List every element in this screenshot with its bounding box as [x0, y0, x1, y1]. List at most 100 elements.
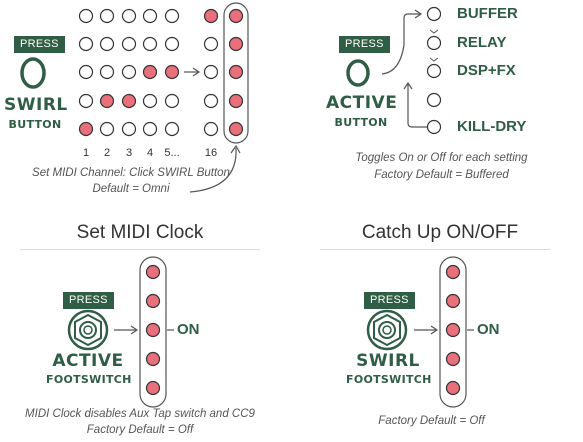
press-label: PRESS: [339, 36, 390, 53]
channel-16-led: [203, 64, 219, 80]
midi-clock-panel: PRESS ACTIVE FOOTSWITCH ON MIDI Clock di…: [0, 250, 290, 442]
grid-led: [78, 36, 94, 52]
bypass-led: [426, 63, 442, 79]
active-column-led: [228, 64, 244, 80]
switch-name-line2: FOOTSWITCH: [46, 373, 132, 386]
button-name-line2: BUTTON: [8, 118, 62, 131]
setting-led: [145, 293, 161, 309]
channel-16-led: [203, 36, 219, 52]
setting-led: [445, 293, 461, 309]
caption-line2: Factory Default = Buffered: [374, 169, 509, 181]
grid-arrow-head: [192, 67, 201, 77]
grid-led: [121, 36, 137, 52]
grid-led: [121, 64, 137, 80]
setting-led: [145, 264, 161, 280]
active-knob-icon: [346, 59, 370, 87]
bypass-led: [426, 35, 442, 51]
grid-led: [121, 93, 137, 109]
grid-led: [164, 36, 180, 52]
grid-led: [99, 36, 115, 52]
catch-up-divider: [320, 249, 550, 250]
grid-led: [164, 93, 180, 109]
grid-led: [78, 64, 94, 80]
grid-led: [142, 121, 158, 137]
grid-led: [99, 8, 115, 24]
grid-led: [142, 36, 158, 52]
active-column-led: [228, 8, 244, 24]
active-column-led: [228, 36, 244, 52]
bypass-option-buffer: BUFFER: [457, 5, 518, 22]
caption-line1: Set MIDI Channel: Click SWIRL Button: [32, 167, 230, 179]
channel-label: 2: [103, 147, 111, 159]
catch-up-heading: Catch Up ON/OFF: [361, 222, 519, 243]
channel-label: 4: [146, 147, 154, 159]
bypass-led: [426, 92, 442, 108]
bypass-mode-panel: PRESS ACTIVE BUTTON BUFFER RELAY DSP+FX KIL…: [300, 0, 583, 200]
grid-led: [78, 8, 94, 24]
bypass-led: [426, 6, 442, 22]
midi-channel-led-grid: [78, 2, 249, 193]
bypass-led-column: [381, 6, 442, 135]
footswitch-icon: [366, 309, 408, 351]
on-label: ON: [177, 321, 200, 338]
grid-led: [142, 93, 158, 109]
grid-led: [142, 64, 158, 80]
setting-led: [445, 264, 461, 280]
active-column-led: [228, 121, 244, 137]
button-name-line1: ACTIVE: [326, 93, 398, 113]
grid-led: [78, 93, 94, 109]
setting-led: [445, 351, 461, 367]
channel-label: 5...: [164, 147, 180, 159]
channel-16-led: [203, 121, 219, 137]
press-label: PRESS: [364, 292, 415, 309]
midi-clock-divider: [20, 249, 260, 250]
caption-line1: Toggles On or Off for each setting: [355, 152, 528, 164]
midi-channel-panel: PRESS SWIRL BUTTON 1 2 3 4 5... 16 Set MIDI C…: [0, 0, 280, 200]
setting-led: [445, 322, 461, 338]
bypass-option-dsp-fx: DSP+FX: [457, 62, 516, 79]
column-bracket: [139, 256, 167, 408]
switch-name-line2: FOOTSWITCH: [346, 373, 432, 386]
caption-line2: Default = Omni: [92, 183, 170, 195]
caption-line1: MIDI Clock disables Aux Tap switch and C…: [25, 408, 255, 420]
channel-16-led: [203, 8, 219, 24]
grid-led: [99, 64, 115, 80]
bypass-option-kill-dry: KILL-DRY: [457, 118, 527, 135]
setting-led: [145, 322, 161, 338]
grid-led: [164, 64, 180, 80]
setting-led: [445, 380, 461, 396]
column-bracket: [223, 2, 249, 144]
midi-clock-heading: Set MIDI Clock: [76, 222, 204, 243]
grid-led: [164, 8, 180, 24]
midi-clock-led-column: [114, 256, 174, 408]
caption-arrow: [189, 147, 237, 193]
channel-label: 16: [204, 147, 218, 159]
press-label: PRESS: [63, 292, 114, 309]
caption-line2: Factory Default = Off: [86, 424, 194, 436]
button-name-line2: BUTTON: [334, 116, 388, 129]
setting-led: [145, 380, 161, 396]
grid-led: [164, 121, 180, 137]
bypass-option-relay: RELAY: [457, 34, 507, 51]
caption-line1: Factory Default = Off: [378, 415, 485, 427]
on-label: ON: [477, 321, 500, 338]
swirl-knob-icon: [20, 57, 46, 89]
grid-led: [121, 121, 137, 137]
active-column-led: [228, 93, 244, 109]
catch-up-panel: PRESS SWIRL FOOTSWITCH ON Factory Defaul…: [290, 250, 583, 442]
grid-led: [78, 121, 94, 137]
press-label: PRESS: [14, 36, 65, 53]
grid-led: [99, 93, 115, 109]
channel-label: 1: [82, 147, 90, 159]
switch-name-line1: ACTIVE: [52, 351, 124, 371]
column-bracket: [439, 256, 467, 408]
bypass-led: [426, 119, 442, 135]
grid-led: [121, 8, 137, 24]
catch-up-led-column: [414, 256, 474, 408]
setting-led: [145, 351, 161, 367]
switch-name-line1: SWIRL: [356, 351, 420, 371]
caption-arrow-head: [230, 144, 241, 154]
channel-label: 3: [125, 147, 133, 159]
grid-led: [99, 121, 115, 137]
button-name-line1: SWIRL: [4, 95, 68, 115]
